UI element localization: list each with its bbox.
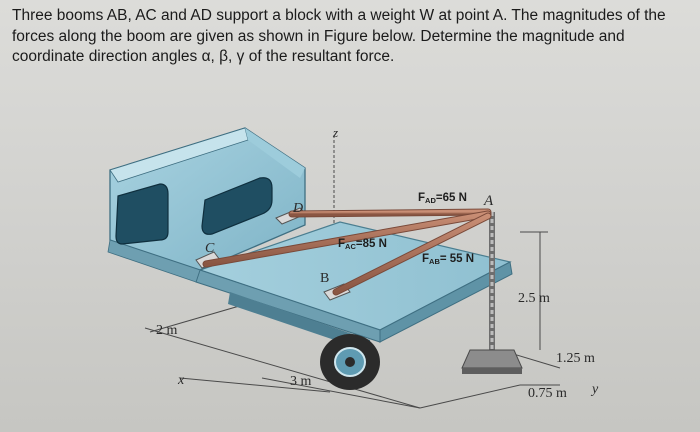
truck-wheel [320,334,380,390]
booms [202,208,492,296]
ground-dimension-lines [144,135,561,409]
point-A-label: A [483,193,494,209]
point-B-label: B [320,271,329,286]
axis-x-label: x [177,373,185,388]
dim-1-25-label: 1.25 m [556,351,595,366]
dim-0-75-label: 0.75 m [528,386,567,401]
problem-line-1: Three booms AB, AC and AD support a bloc… [12,7,666,24]
point-D-label: D [292,201,303,216]
force-AD-label: FAD=65 N [418,192,467,205]
point-C-label: C [205,241,215,256]
force-AC-label: FAC=85 N [338,238,387,251]
weight-block [461,349,523,374]
axis-z-label: z [332,125,338,140]
dim-2-5-label: 2.5 m [518,291,550,306]
dim-2-label: 2 m [156,323,178,338]
problem-statement: Three booms AB, AC and AD support a bloc… [12,6,688,68]
problem-line-2: forces along the boom are given as shown… [12,27,625,45]
axis-y-label: y [590,382,599,397]
dim-3-label: 3 m [290,374,312,389]
force-AB-label: FAB= 55 N [422,253,474,266]
problem-line-3: coordinate direction angles α, β, γ of t… [12,48,395,65]
truck-cab [107,127,306,283]
